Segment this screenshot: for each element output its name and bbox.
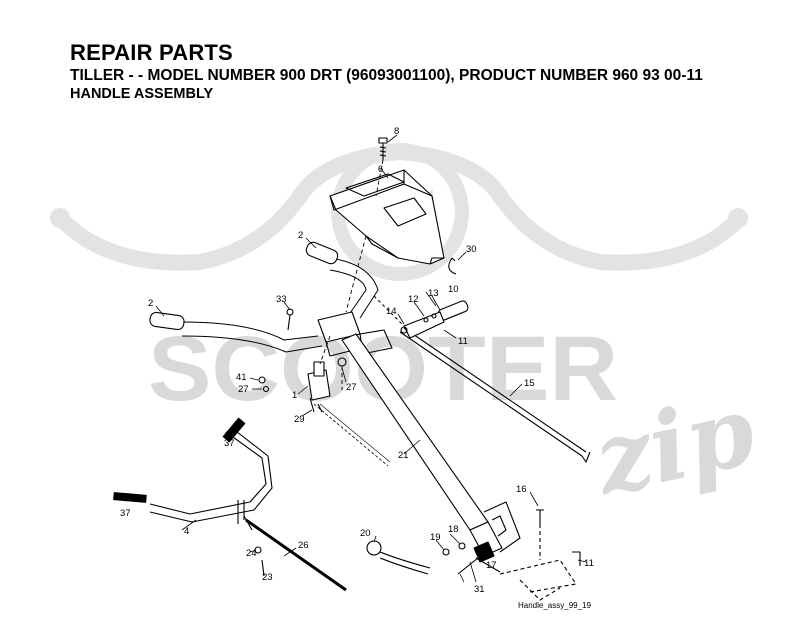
page-subtitle: TILLER - - MODEL NUMBER 900 DRT (9609300… <box>70 67 703 84</box>
part-lower-hardware <box>442 509 581 601</box>
callout-30: 30 <box>466 244 477 255</box>
callout-21: 21 <box>398 450 409 461</box>
callout-8: 8 <box>394 126 399 137</box>
parts-drawing <box>113 137 591 601</box>
callout-6: 6 <box>378 164 383 175</box>
callout-23: 23 <box>262 572 273 583</box>
section-title: HANDLE ASSEMBLY <box>70 86 214 102</box>
part-clip-30 <box>448 257 457 275</box>
callout-33: 33 <box>276 294 287 305</box>
part-bolt-33 <box>286 308 294 331</box>
page-header: REPAIR PARTS TILLER - - MODEL NUMBER 900… <box>70 40 703 103</box>
callout-10: 10 <box>448 284 459 295</box>
callout-16: 16 <box>516 484 527 495</box>
callout-37-top: 37 <box>224 438 235 449</box>
callout-15: 15 <box>524 378 535 389</box>
callout-1: 1 <box>292 390 297 401</box>
callout-31: 31 <box>474 584 485 595</box>
leader-lines <box>155 134 587 583</box>
callout-12: 12 <box>408 294 419 305</box>
part-control-cable <box>243 515 347 592</box>
callout-4: 4 <box>184 526 189 537</box>
callout-41: 41 <box>236 372 247 383</box>
part-lever-bracket <box>258 357 391 467</box>
callout-27-left: 27 <box>238 384 249 395</box>
callout-27-right: 27 <box>346 382 357 393</box>
callout-20: 20 <box>360 528 371 539</box>
callout-14: 14 <box>386 306 397 317</box>
callout-17: 17 <box>486 560 497 571</box>
part-shift-rod <box>399 327 591 463</box>
callout-labels: 8 6 2 30 10 13 12 33 2 14 11 41 27 27 15… <box>120 126 594 595</box>
callout-11-upper: 11 <box>458 336 468 347</box>
callout-13: 13 <box>428 288 439 299</box>
watermark-brand-text: SCOOTER <box>148 318 618 420</box>
callout-26: 26 <box>298 540 309 551</box>
assembly-lines <box>319 159 384 390</box>
callout-18: 18 <box>448 524 459 535</box>
callout-29: 29 <box>294 414 305 425</box>
callout-2-left: 2 <box>148 298 153 309</box>
callout-2-top: 2 <box>298 230 303 241</box>
callout-19: 19 <box>430 532 441 543</box>
part-control-bail <box>113 417 273 524</box>
part-console <box>329 169 445 265</box>
callout-11-lower: 11 <box>584 558 594 569</box>
part-shift-lever <box>373 295 469 339</box>
part-bolt-8 <box>378 137 388 160</box>
figure-filename: Handle_assy_99_19 <box>518 601 591 610</box>
part-handlebar <box>149 241 379 353</box>
watermark-right-knob <box>728 208 748 228</box>
callout-37-left: 37 <box>120 508 131 519</box>
part-control-lever <box>366 540 431 575</box>
watermark-left-knob <box>50 208 70 228</box>
page-title: REPAIR PARTS <box>70 40 233 65</box>
callout-24: 24 <box>246 548 257 559</box>
